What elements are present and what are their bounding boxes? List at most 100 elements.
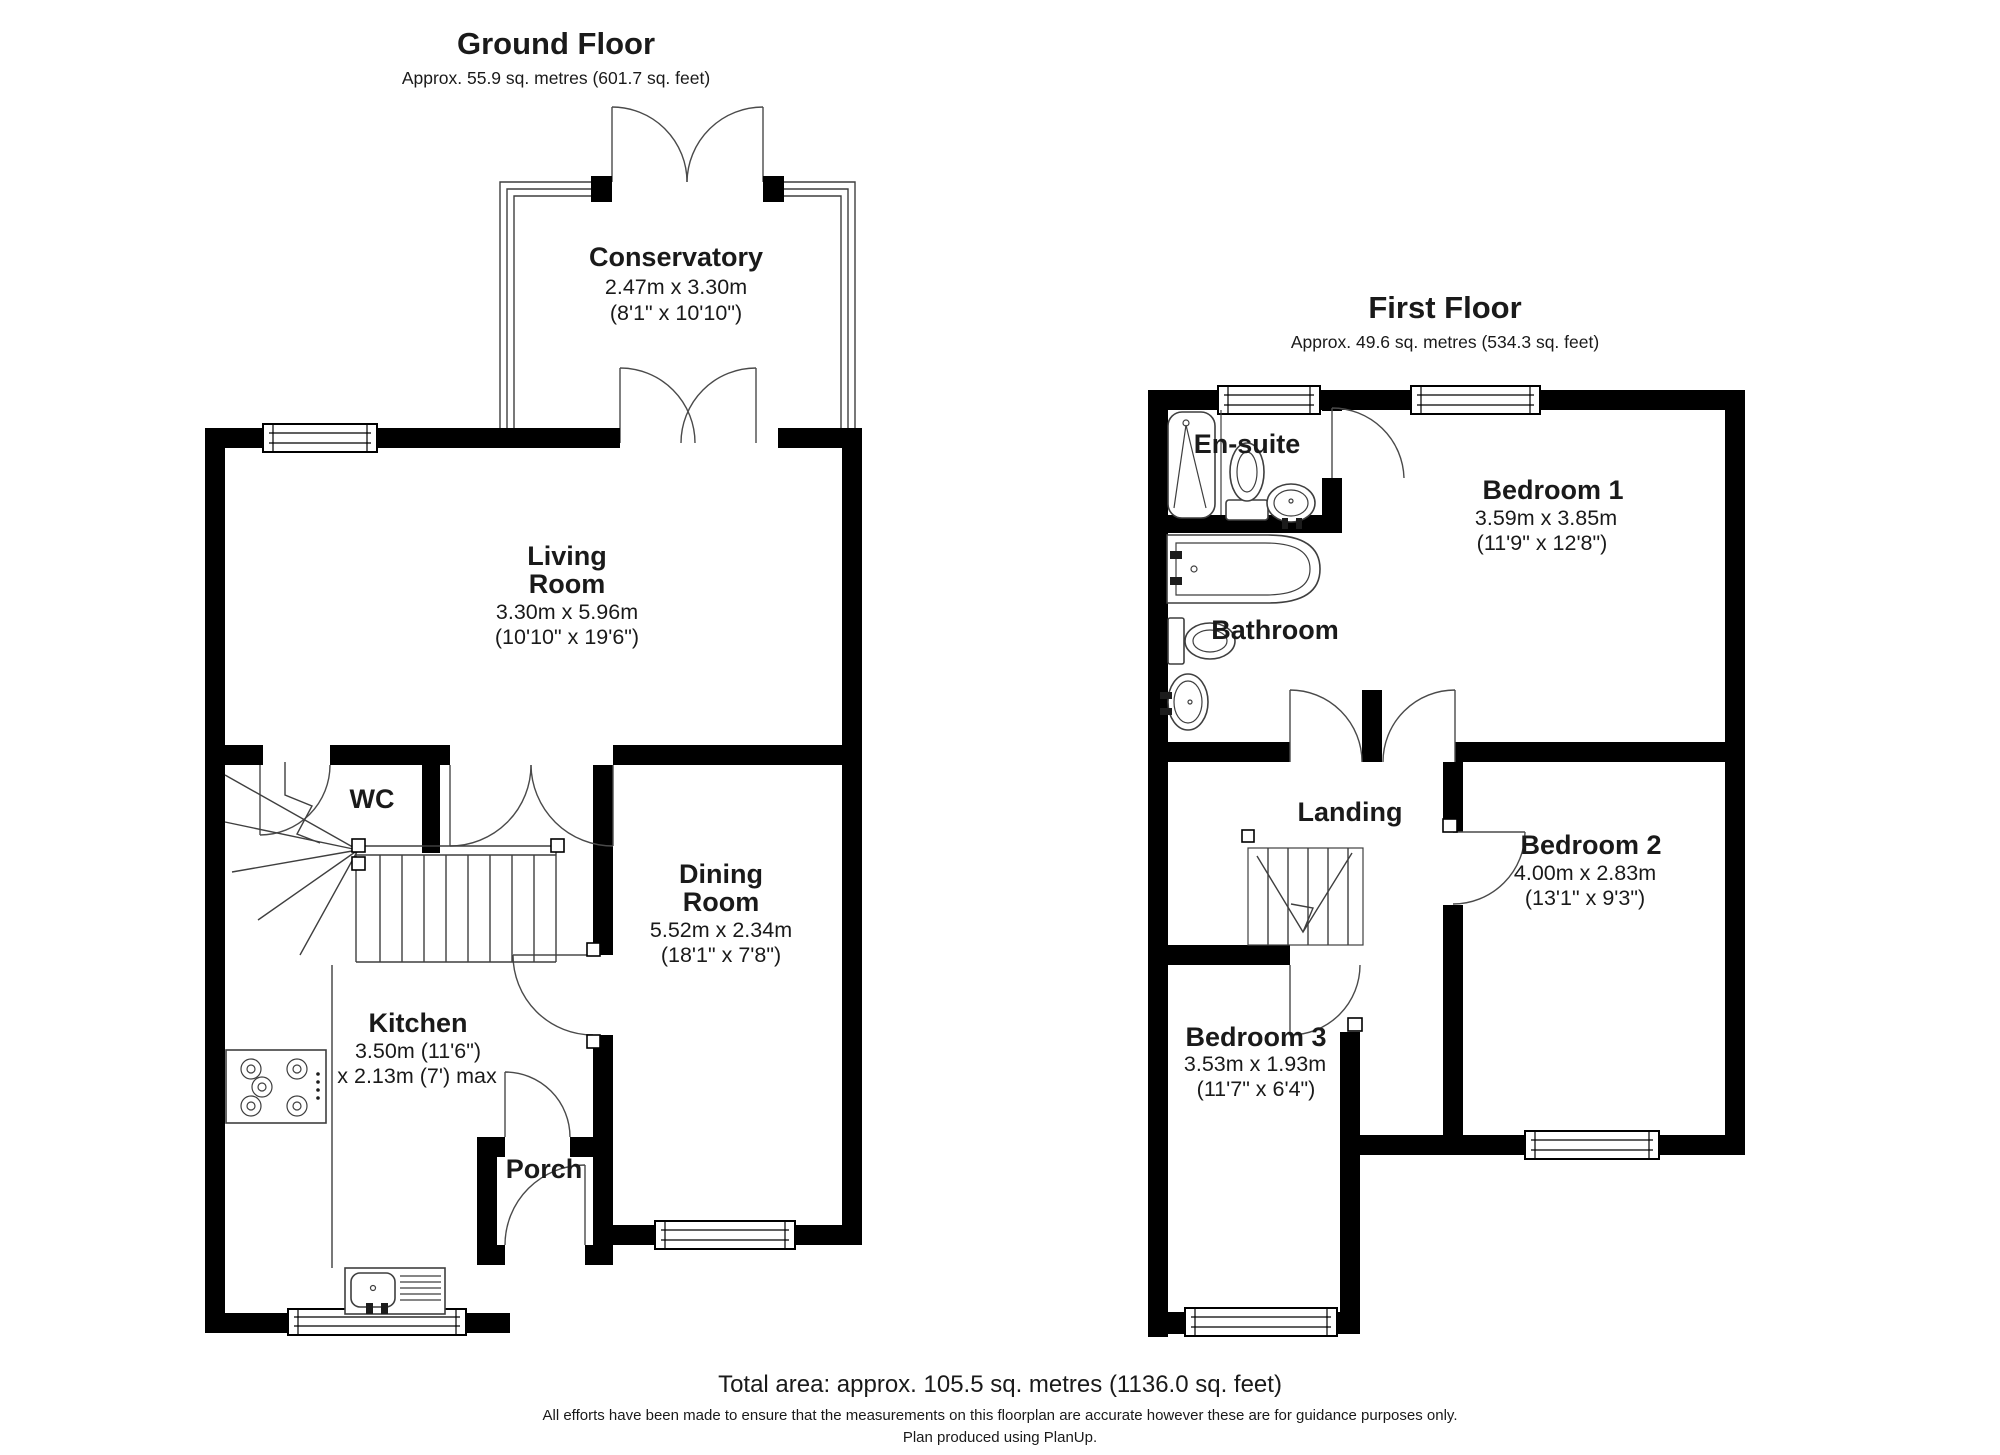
bedroom1-label: Bedroom 1 3.59m x 3.85m (11'9" x 12'8") (1475, 475, 1624, 555)
porch-label: Porch (506, 1154, 583, 1184)
ground-floor-title: Ground Floor (457, 26, 655, 61)
wall-segment (1540, 390, 1745, 410)
door-arc-icon (1382, 689, 1456, 763)
front-door-arc-icon (504, 1164, 586, 1246)
room-dim-imperial: (8'1" x 10'10") (610, 301, 742, 325)
bedroom2-label: Bedroom 2 4.00m x 2.83m (13'1" x 9'3") (1514, 830, 1662, 910)
door-arc-icon (1331, 407, 1405, 479)
toilet-icon (1167, 617, 1236, 665)
room-name: Conservatory (589, 242, 763, 272)
kitchen-label: Kitchen 3.50m (11'6") x 2.13m (7') max (337, 1008, 497, 1088)
wall-segment (477, 1137, 505, 1157)
ground-floor-plan: Ground Floor Approx. 55.9 sq. metres (60… (205, 26, 862, 1336)
wall-segment (593, 1137, 613, 1245)
room-name: Bedroom 3 (1185, 1022, 1326, 1052)
wall-segment (1362, 690, 1382, 762)
basin-icon (1160, 673, 1209, 731)
room-dim-metric: 5.52m x 2.34m (650, 918, 792, 942)
wall-segment (1443, 762, 1463, 832)
room-name: Bedroom 1 (1482, 475, 1623, 505)
wall-segment (1337, 1312, 1360, 1334)
wall-segment (477, 1137, 497, 1265)
hob-icon (225, 1049, 327, 1124)
basin-icon (1266, 483, 1316, 529)
wall-segment (613, 745, 842, 765)
wc-label: WC (350, 784, 395, 814)
door-arc-icon (1289, 964, 1363, 1036)
wall-segment (1148, 945, 1290, 965)
wall-segment (330, 745, 450, 765)
footer: Total area: approx. 105.5 sq. metres (11… (543, 1371, 1458, 1446)
wall-segment (585, 1245, 613, 1265)
room-dim-line1: 3.50m (11'6") (355, 1039, 481, 1063)
wall-segment (1148, 390, 1168, 1337)
room-name: Living (527, 541, 607, 571)
wall-segment (422, 765, 440, 853)
room-dim-imperial: (10'10" x 19'6") (495, 625, 639, 649)
french-doors-icon (611, 106, 764, 183)
first-floor-title: First Floor (1368, 290, 1521, 325)
room-dim-metric: 2.47m x 3.30m (605, 275, 747, 299)
wall-segment (778, 428, 862, 448)
wall-segment (613, 1225, 655, 1245)
conservatory-glass-walls (499, 181, 856, 445)
room-dim-metric: 3.59m x 3.85m (1475, 506, 1617, 530)
room-dim-imperial: (11'9" x 12'8") (1477, 531, 1608, 555)
wall-segment (1455, 742, 1725, 762)
window-icon (654, 1220, 796, 1250)
first-floor-walls (1148, 390, 1745, 1337)
wall-segment (225, 745, 263, 765)
door-arc-icon (1442, 818, 1526, 905)
room-dim-metric: 3.53m x 1.93m (1184, 1052, 1326, 1076)
wall-segment (593, 1035, 613, 1137)
sink-icon (344, 1267, 446, 1315)
door-arc-icon (504, 1071, 571, 1138)
first-floor-subtitle: Approx. 49.6 sq. metres (534.3 sq. feet) (1291, 332, 1599, 352)
bathtub-icon (1166, 534, 1321, 604)
wall-segment (1725, 390, 1745, 1155)
dining-room-label: Dining Room 5.52m x 2.34m (18'1" x 7'8") (650, 859, 792, 967)
room-name: Room (529, 569, 606, 599)
room-name: Dining (679, 859, 763, 889)
wall-segment (466, 1313, 510, 1333)
double-door-arc-icon (449, 764, 614, 847)
window-icon (1410, 385, 1541, 415)
wall-segment (570, 1137, 613, 1157)
room-dim-imperial: (18'1" x 7'8") (661, 943, 781, 967)
staircase-icon (224, 762, 565, 963)
french-doors-icon (619, 367, 757, 444)
room-dim-metric: 3.30m x 5.96m (496, 600, 638, 624)
ground-floor-subtitle: Approx. 55.9 sq. metres (601.7 sq. feet) (402, 68, 710, 88)
wall-segment (477, 1245, 505, 1265)
wall-segment (205, 428, 225, 1333)
bedro om3-label: Bedroom 3 3.53m x 1.93m (11'7" x 6'4") (1184, 1022, 1327, 1101)
living-room-label: Living Room 3.30m x 5.96m (10'10" x 19'6… (495, 541, 639, 649)
door-arc-icon (1289, 689, 1363, 763)
wall-segment (1443, 905, 1463, 1135)
staircase-icon (1241, 829, 1364, 946)
wall-segment (1148, 1312, 1185, 1334)
wall-segment (1320, 390, 1411, 410)
wall-segment (591, 176, 612, 202)
room-name: Bedroom 2 (1520, 830, 1661, 860)
door-arc-icon (259, 764, 331, 836)
room-name: Kitchen (368, 1008, 467, 1038)
window-icon (1524, 1130, 1660, 1160)
disclaimer-text: All efforts have been made to ensure tha… (543, 1407, 1458, 1424)
ground-floor-walls (205, 176, 862, 1333)
credit-text: Plan produced using PlanUp. (903, 1429, 1097, 1446)
window-icon (262, 423, 378, 453)
room-dim-imperial: (13'1" x 9'3") (1525, 886, 1645, 910)
wall-segment (377, 428, 620, 448)
bathroom-label: Bathroom (1211, 615, 1339, 645)
shower-icon (1167, 410, 1222, 519)
total-area-text: Total area: approx. 105.5 sq. metres (11… (718, 1371, 1282, 1398)
room-dim-metric: 4.00m x 2.83m (1514, 861, 1656, 885)
ensuite-label: En-suite (1194, 429, 1301, 459)
room-dim-line2: x 2.13m (7') max (337, 1064, 497, 1088)
window-icon (1184, 1307, 1338, 1337)
door-arc-icon (512, 942, 601, 1049)
wall-segment (1322, 403, 1342, 411)
conservatory-label: Conservatory 2.47m x 3.30m (8'1" x 10'10… (589, 242, 763, 325)
